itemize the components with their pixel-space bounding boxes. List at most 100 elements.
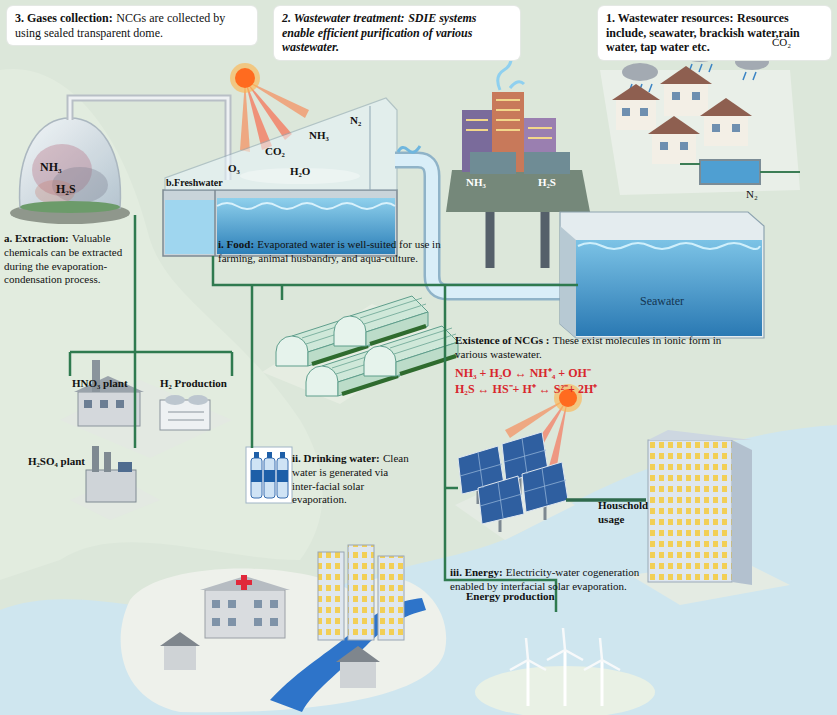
treatment-plant-part [446,170,590,212]
houses-and-rain-part [680,164,800,172]
caption-heading: Existence of NCGs : [455,334,549,346]
houses-and-rain-part [652,134,696,164]
label-text: N₂ [746,188,758,200]
seawater-pool-part [560,226,576,338]
gas-dome-part [20,201,120,213]
houses-and-rain-part [664,84,708,116]
background-part [600,70,800,195]
chemical-plants-part [160,400,210,430]
evaporator-part [165,98,397,190]
water-bottles-part [277,458,288,498]
text-block: H₂S ↔ HS⁻+ H⁺ ↔ S²⁻+ 2H⁺ [455,382,597,397]
text-block: HNO₃ plant [72,377,128,391]
treatment-plant-part [490,210,545,268]
label-text: H₂SO₄ plant [28,455,85,467]
label-text: H₂S [538,176,556,188]
gas-dome [10,118,130,224]
box-heading: 2. Wastewater treatment: [282,11,405,25]
gas-dome-part [20,118,121,208]
seawater-pool-part [576,240,762,336]
text-block: NH₃ + H₂O ↔ NH⁺₄ + OH⁻ [455,366,591,381]
water-bottles-part [264,458,275,498]
sun-part [235,68,255,88]
houses-and-rain-part [622,63,658,81]
water-bottles-part [267,452,272,458]
text-block: H₂S [538,176,556,190]
seawater-pool-part [560,212,764,338]
caption-heading: iii. Energy: [450,566,503,578]
text-block: H₂O [290,165,310,179]
houses-and-rain-part [612,84,660,100]
text-block: NH₃ [466,176,486,190]
supply-lines [70,215,646,612]
town-part [164,646,196,670]
gas-dome-part [10,202,130,224]
water-bottles-part [254,452,259,458]
town-part [241,575,247,590]
text-block: i. Food:Evaporated water is well-suited … [218,238,463,266]
houses-and-rain-part [704,116,748,146]
water-bottles-part [264,470,275,482]
town-part [318,552,344,640]
caption-heading: i. Food: [218,238,254,250]
wind-turbines-part [510,628,620,670]
label-text: HNO₃ plant [72,377,128,389]
caption-heading: a. Extraction: [4,232,69,244]
chemical-plants-part [168,412,204,420]
label-text: Energy production [466,590,555,602]
wind-turbines-part [528,650,602,706]
houses-and-rain-part [700,160,760,184]
evaporator-part [370,106,371,190]
town-part [340,662,376,688]
text-block: N₂ [350,114,361,128]
label-text: H₂ Production [160,377,227,389]
town-part [200,576,290,590]
text-block: NH₃ [309,129,329,143]
sun [230,63,582,472]
town-part [336,646,380,662]
label-text: O₃ [228,162,240,174]
label-text: CO₂ [772,36,791,48]
town [121,545,447,712]
chemical-plants-part [188,395,208,405]
water-bottles-part [251,458,262,498]
chemical-plants-part [78,392,140,426]
label-text: NH₃ [309,129,329,141]
treatment-plant-part [524,152,570,174]
info-box: 2. Wastewater treatment:SDIE systems ena… [274,6,520,60]
solar-panels [455,432,575,540]
label-text: H₂S ↔ HS⁻+ H⁺ ↔ S²⁻+ 2H⁺ [455,382,597,396]
town-part [378,556,404,640]
label-text: H₂S [56,182,76,196]
sun-part [230,63,260,93]
text-block: NH₃ [40,160,62,175]
evaporator-part [165,200,215,254]
label-text: b.Freshwater [166,177,223,188]
water-bottles-part [251,470,262,482]
houses-and-rain-part [660,66,712,84]
text-block: CO₂ [265,145,285,159]
chemical-plants [60,360,232,520]
box-heading: 1. Wastewater resources: [606,11,733,25]
chemical-plants-part [104,452,111,472]
label-text: NH₃ [40,160,62,174]
label-text: NH₃ [466,176,486,188]
chemical-plants-part [86,470,136,502]
label-text: CO₂ [265,145,285,157]
info-box: 3. Gases collection:NCGs are collected b… [7,6,257,45]
text-block: ii. Drinking water:Clean water is genera… [292,452,410,507]
caption-heading: ii. Drinking water: [292,452,380,464]
building-part [732,440,752,585]
text-block: O₃ [228,162,240,176]
gas-dome-part [35,180,75,204]
info-box: 1. Wastewater resources:Resources includ… [598,6,831,60]
treatment-plant-part [466,100,552,138]
text-block: Existence of NCGs :These exist molecules… [455,334,755,362]
chemical-plants-part [165,395,185,405]
water-bottles-part [246,447,292,503]
text-block: CO₂ [772,36,791,50]
town-part [160,632,200,646]
text-block: b.Freshwater [166,177,223,190]
